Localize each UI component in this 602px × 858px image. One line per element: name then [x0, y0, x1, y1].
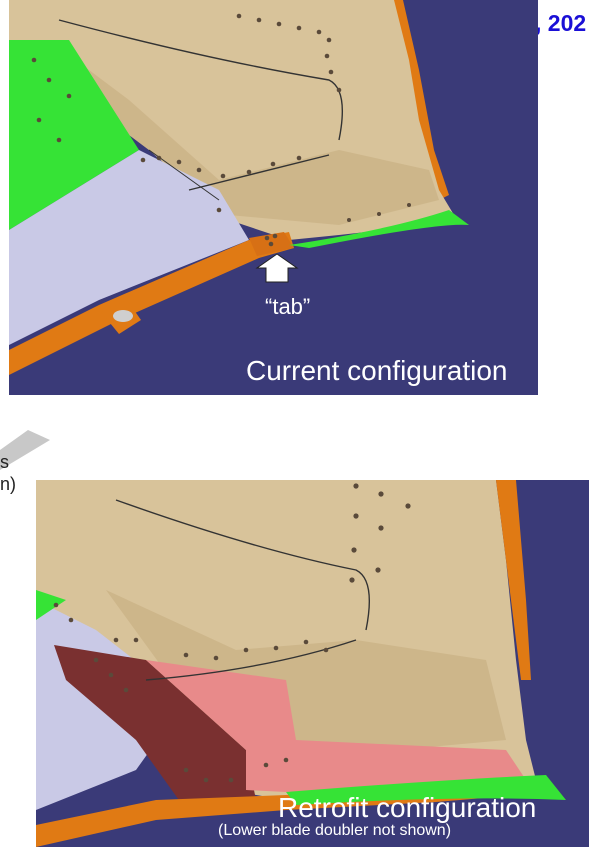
retrofit-configuration-render	[36, 480, 589, 847]
side-note-line-2: n)	[0, 474, 17, 494]
current-configuration-caption: Current configuration	[246, 355, 508, 386]
side-note-line-1: s	[0, 452, 9, 472]
retrofit-configuration-caption: Retrofit configuration	[278, 792, 537, 823]
tab-label: “tab”	[265, 294, 311, 319]
current-configuration-render	[9, 0, 538, 395]
current-configuration-panel: “tab” Current configuration	[9, 0, 538, 395]
retrofit-configuration-panel: Retrofit configuration (Lower blade doub…	[36, 480, 589, 847]
retrofit-subcaption: (Lower blade doubler not shown)	[218, 822, 452, 839]
header-title-fragment: , 202	[535, 10, 587, 36]
